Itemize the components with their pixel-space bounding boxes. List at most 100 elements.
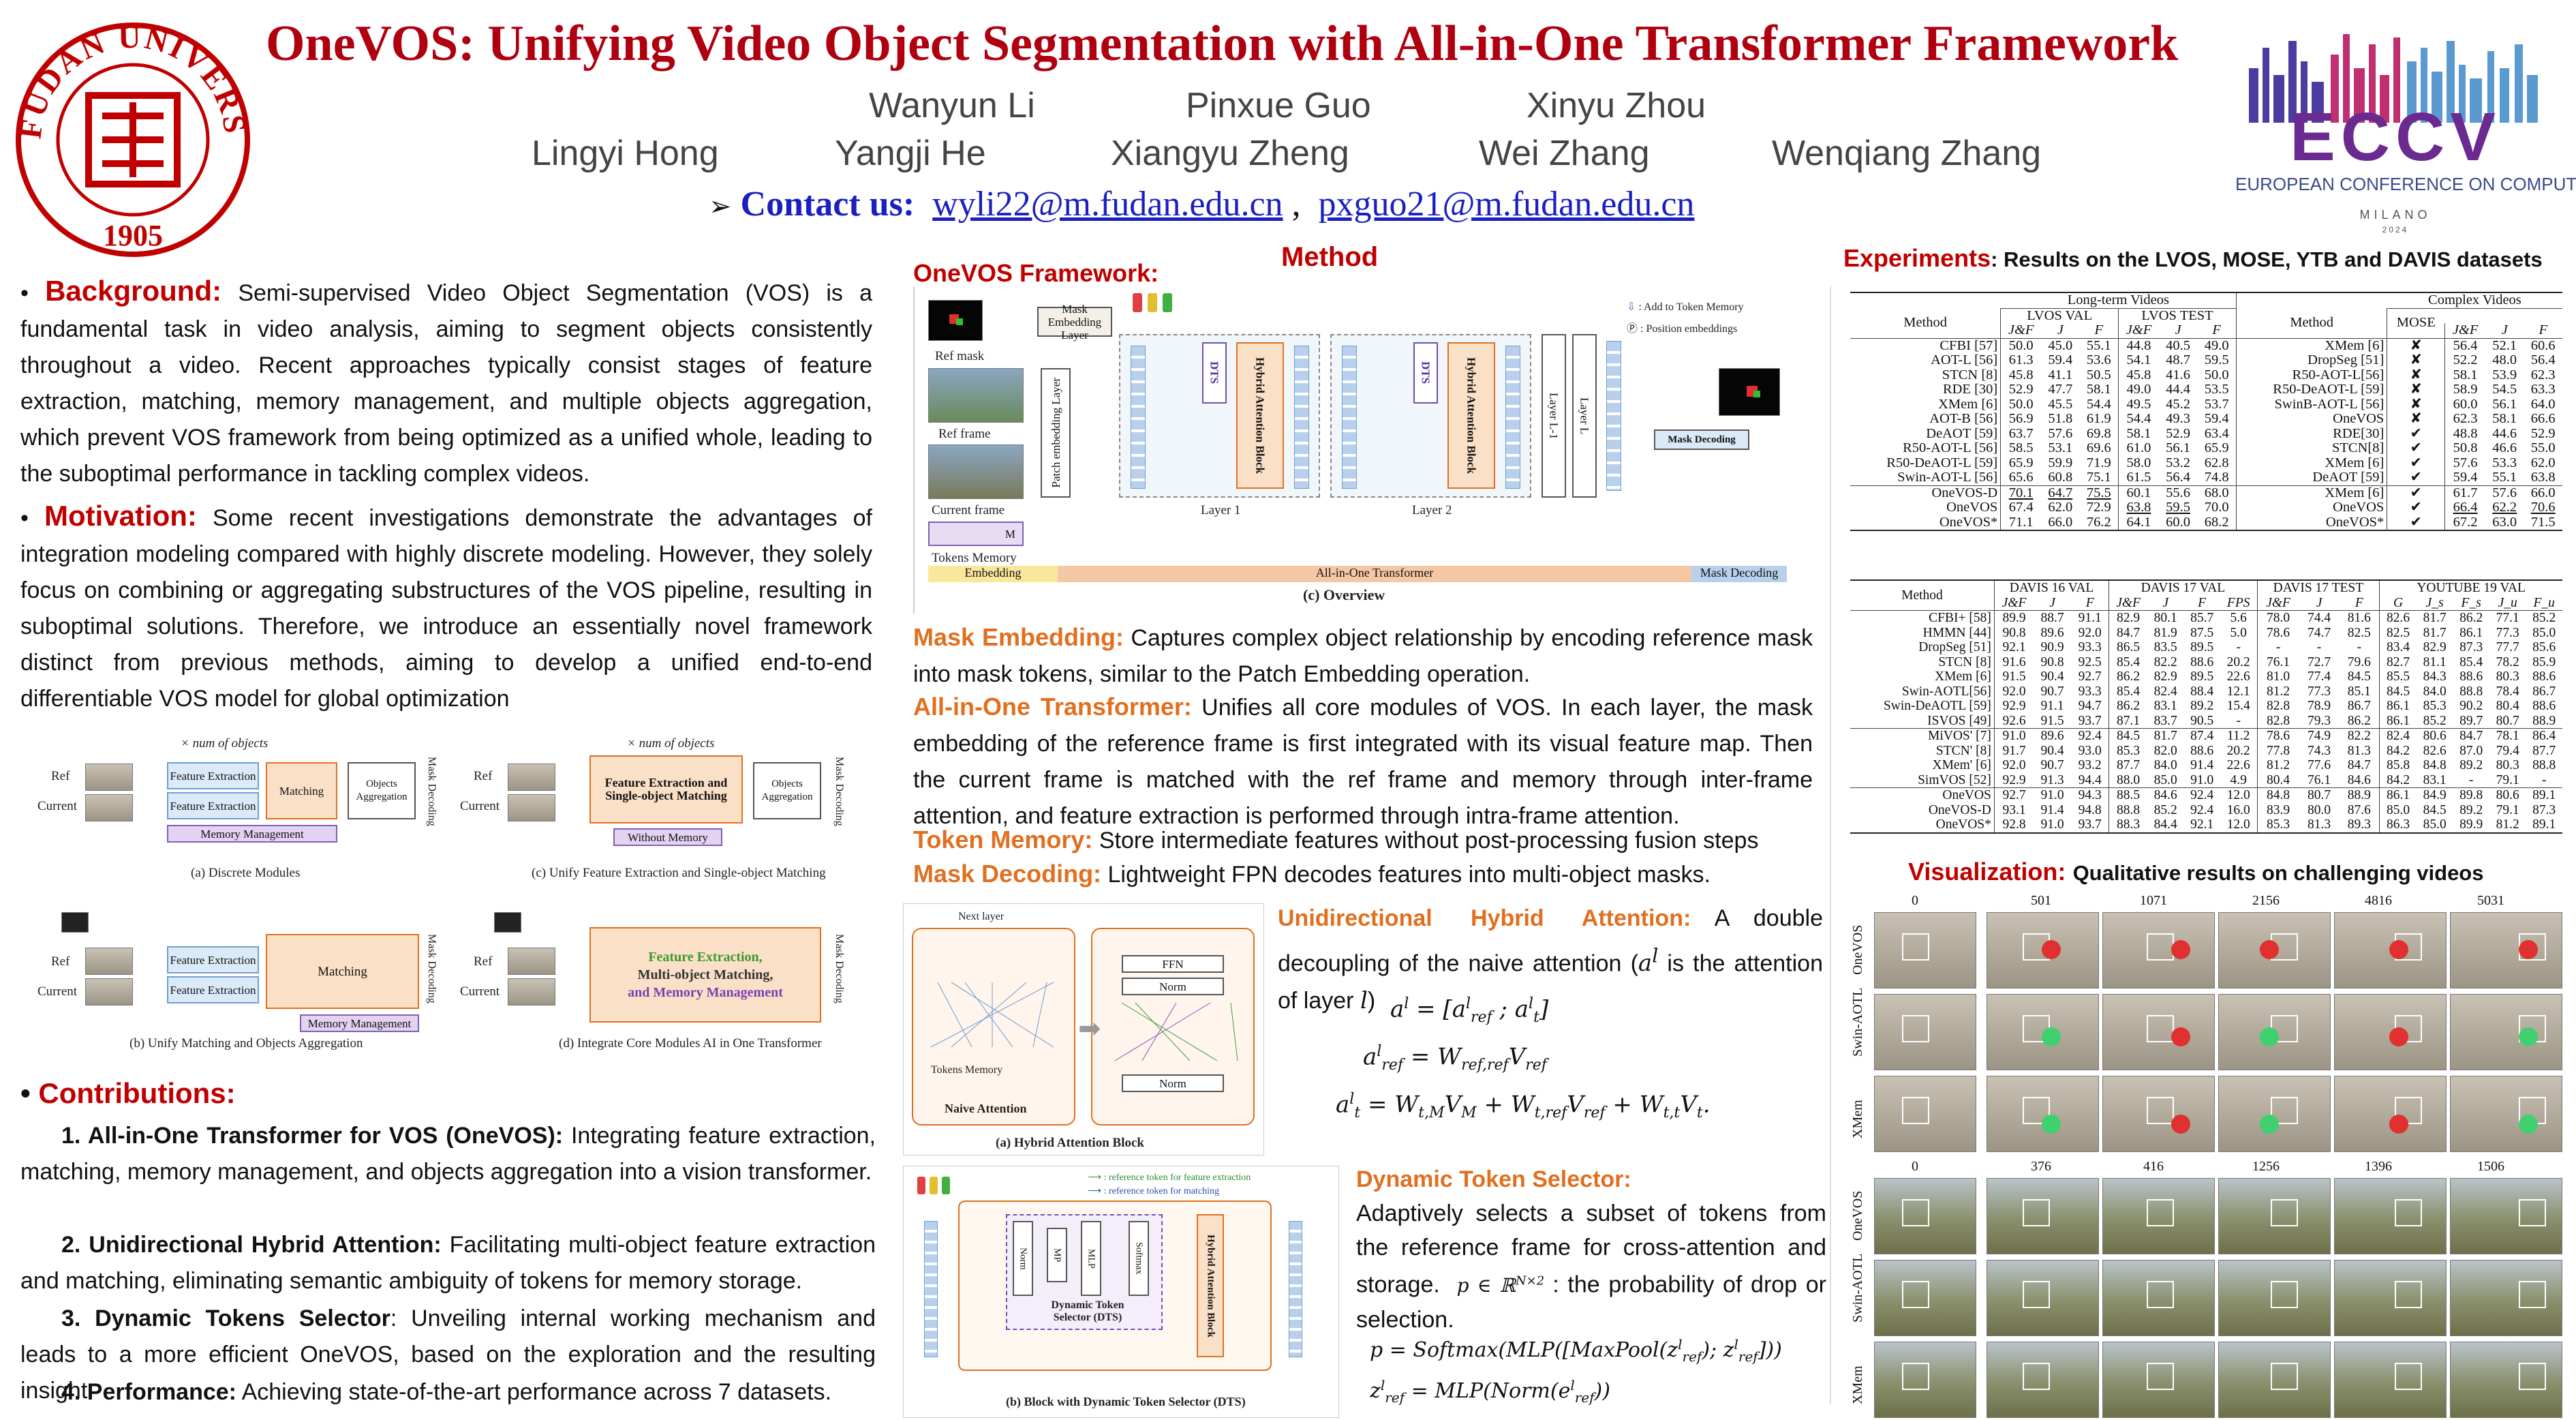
table-cell: 93.7 (2078, 713, 2102, 728)
table-cell: STCN [8] (1942, 367, 1998, 382)
table-cell: 80.4 (2256, 772, 2299, 788)
conference-name: EUROPEAN CONFERENCE ON COMPUTER VISION (2235, 174, 2576, 194)
table-cell: 82.5 (2347, 625, 2371, 640)
norm-label: Norm (1017, 1247, 1028, 1270)
table-cell: 61.9 (2086, 411, 2111, 426)
attention-lines-icon (930, 982, 1054, 1048)
table-header: J (2049, 595, 2055, 610)
mask-decoding-label: Mask Decoding (426, 757, 438, 826)
table-cell: 85.0 (2423, 817, 2447, 832)
method-title: Method (1281, 242, 1379, 272)
table-cell: 80.1 (2153, 611, 2177, 625)
table-cell: 4.9 (2230, 772, 2247, 787)
integrated-transformer-box: Feature Extraction, Multi-object Matchin… (589, 927, 821, 1023)
table-cell: 94.3 (2078, 788, 2102, 802)
table-cell: 92.9 (1993, 699, 2034, 714)
video-frame (2218, 1178, 2331, 1254)
video-frame (2218, 994, 2331, 1070)
video-frame (1987, 1076, 2099, 1152)
dts-mp-box: MP (1047, 1228, 1067, 1282)
table-cell: 80.7 (2496, 713, 2519, 728)
table-cell: 46.6 (2492, 440, 2517, 455)
ref-thumbnail (85, 948, 133, 975)
table-cell: 82.6 (2423, 743, 2447, 758)
video-frame (1987, 1342, 2099, 1418)
table-cell: ✘ (2387, 367, 2445, 382)
table-cell: 82.2 (2347, 729, 2371, 743)
table-cell: SwinB-AOT-L [56] (2235, 397, 2387, 412)
table-cell: XMem [6] (1935, 669, 1991, 684)
email-link-1[interactable]: wyli22@m.fudan.edu.cn (932, 185, 1283, 224)
vis-sub: Qualitative results on challenging video… (2072, 861, 2484, 885)
table-cell: XMem [6] (2235, 485, 2387, 500)
table-cell: 54.1 (2118, 352, 2159, 368)
table-cell: ✔ (2387, 470, 2445, 485)
table-cell: 78.9 (2307, 699, 2331, 713)
table-cell: 85.0 (2532, 625, 2556, 640)
ref-frame-image (928, 368, 1024, 423)
table-cell: 92.7 (2078, 669, 2102, 684)
matching-box: Matching (266, 762, 337, 819)
item-head: Token Memory: (913, 826, 1093, 853)
table-cell: 91.3 (2040, 772, 2064, 787)
table-cell: DropSeg [51] (2235, 352, 2387, 368)
table-cell: 92.4 (2078, 729, 2102, 743)
table-cell: 85.2 (2153, 802, 2177, 817)
table-header: F (2539, 322, 2547, 337)
table-cell: 86.4 (2532, 729, 2556, 743)
mask-embedding-item: Mask Embedding: Captures complex object … (913, 619, 1813, 693)
vis-head: Visualization: (1908, 858, 2066, 886)
table-cell: 84.7 (2459, 729, 2483, 743)
ref-label: Ref (51, 954, 70, 969)
table-cell: 84.8 (2256, 787, 2299, 803)
table-cell: 81.1 (2423, 654, 2447, 669)
table-cell: - (2236, 640, 2241, 654)
table-cell: 79.1 (2496, 772, 2519, 787)
video-frame (2450, 1178, 2562, 1254)
item-text: Store intermediate features without post… (1099, 828, 1759, 853)
table-header: J&F (2256, 595, 2299, 611)
table-cell: 88.6 (2190, 654, 2214, 669)
table-cell: 83.1 (2153, 699, 2177, 713)
table-cell: 89.1 (2532, 817, 2556, 832)
contribution-text: Achieving state-of-the-art performance a… (241, 1379, 832, 1405)
table-cell: 89.6 (2040, 625, 2064, 640)
table-cell: 91.5 (1993, 669, 2034, 684)
table-cell: ✔ (2387, 485, 2445, 500)
table-cell: 84.7 (2347, 758, 2371, 772)
layer-l-label: Layer L (1578, 397, 1591, 435)
ref-mask-label: Ref mask (935, 349, 985, 363)
video-frame (1874, 1342, 1976, 1418)
table-cell: 71.5 (2530, 514, 2556, 530)
table-cell: 49.3 (2166, 411, 2191, 426)
table-cell: 55.1 (2086, 337, 2111, 353)
email-link-2[interactable]: pxguo21@m.fudan.edu.cn (1318, 185, 1695, 224)
tokens-memory-label: Tokens Memory (931, 1064, 1003, 1076)
video-frame (2334, 912, 2447, 988)
table-cell: - (2316, 640, 2322, 654)
table-cell: 80.3 (2496, 669, 2519, 684)
contribution-head: 2. Unidirectional Hybrid Attention: (61, 1232, 442, 1258)
table-cell: 77.3 (2307, 684, 2331, 699)
ffn-box: FFN (1122, 955, 1224, 973)
table-cell: 94.4 (2078, 772, 2102, 787)
table-cell: 62.3 (2530, 367, 2556, 382)
motivation-head: Motivation: (44, 500, 197, 532)
caption-b: (b) Unify Matching and Objects Aggregati… (129, 1036, 363, 1051)
table-cell: 91.1 (2078, 611, 2102, 625)
position-icon: Ⓟ (1627, 323, 1638, 335)
frame-number: 4816 (2365, 893, 2392, 908)
dts-label: Dynamic Token Selector (DTS) (1051, 1299, 1124, 1323)
dts-box: DTS (1413, 342, 1438, 404)
table-cell: 91.4 (2190, 758, 2214, 772)
table-header: DAVIS 17 VAL (2109, 580, 2258, 596)
table-cell: 84.5 (2347, 669, 2371, 684)
bar-decoding: Mask Decoding (1691, 566, 1787, 582)
ref-thumbnail (508, 764, 555, 791)
output-mask-image (1719, 368, 1780, 416)
table-cell: 81.2 (2256, 684, 2299, 699)
table-cell: 74.4 (2307, 611, 2331, 625)
hybrid-attention-box: Hybrid Attention Block (1447, 342, 1495, 489)
table-cell: 85.5 (2379, 669, 2417, 684)
